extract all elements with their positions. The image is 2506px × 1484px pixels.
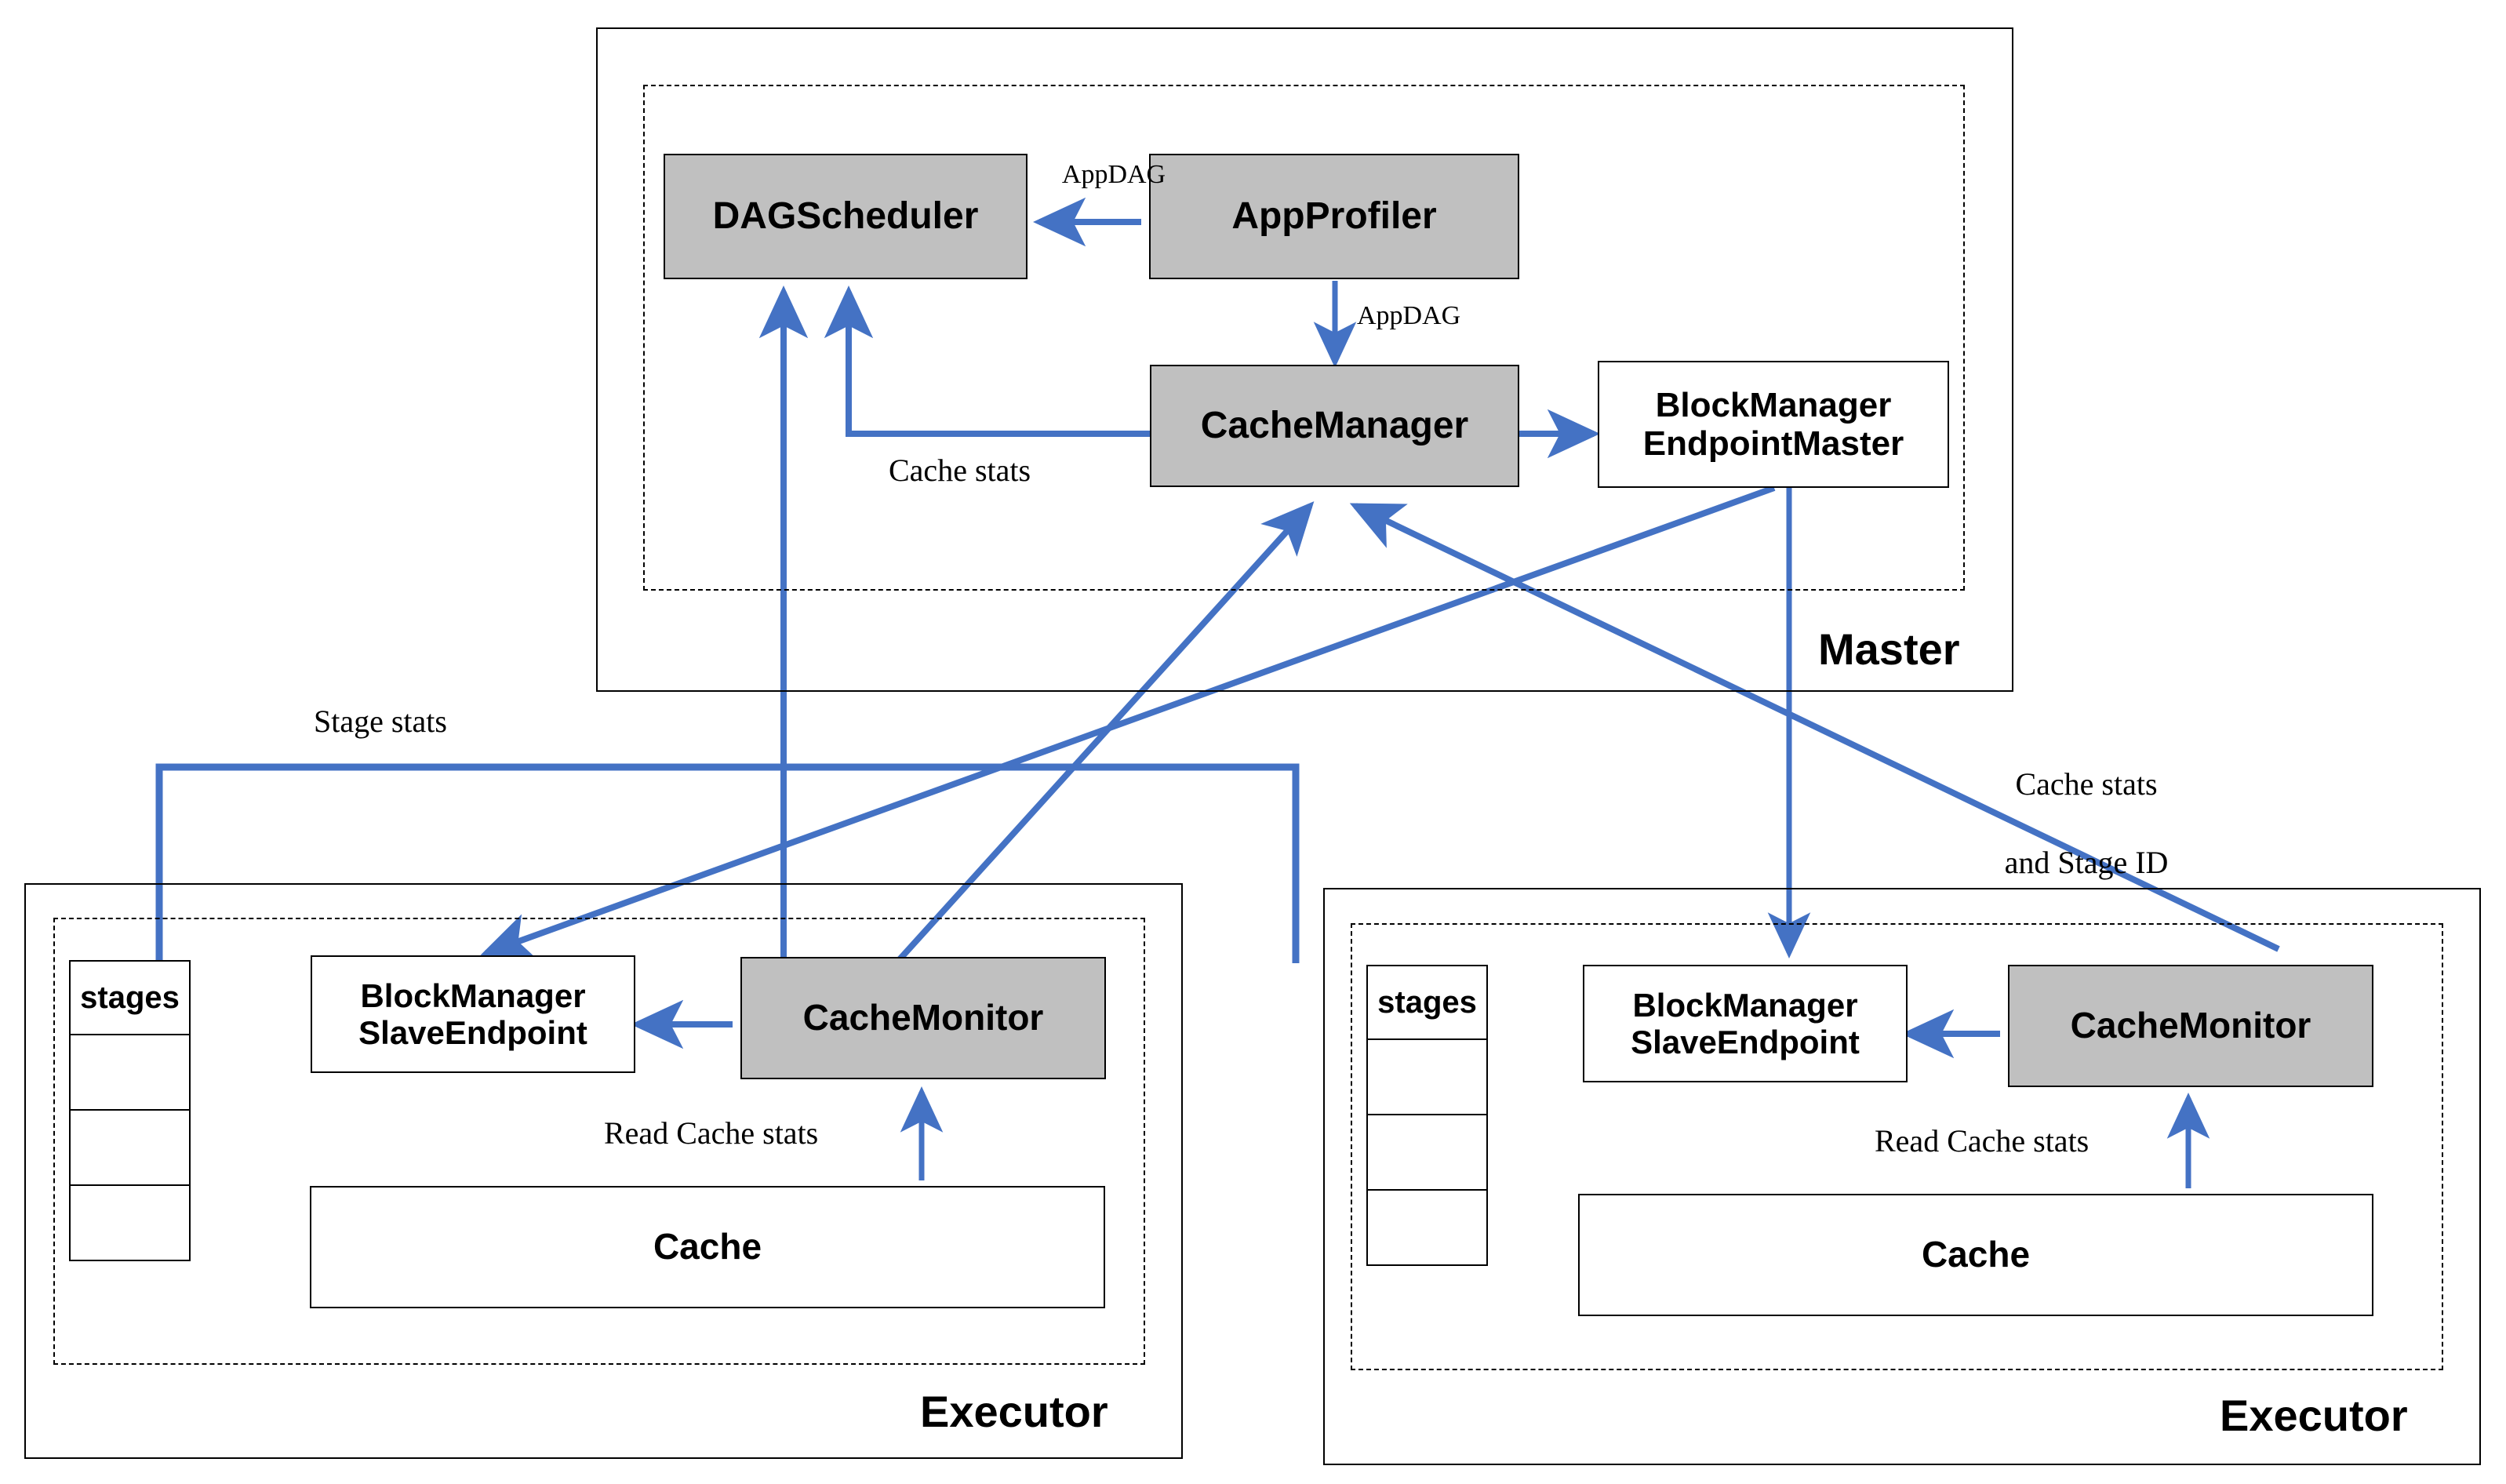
edge-label-cache-stats-and-stage-id-line1: Cache stats xyxy=(2015,766,2158,802)
executor-right-inner-container xyxy=(1351,923,2443,1370)
master-outer-container xyxy=(596,27,2013,692)
executor-right-node-cache[interactable]: Cache xyxy=(1578,1194,2373,1316)
executor-right-zone-label: Executor xyxy=(2220,1391,2408,1440)
executor-left-cache-label: Cache xyxy=(653,1226,762,1268)
executor-right-stages-label: stages xyxy=(1377,984,1477,1020)
node-blockmanager-endpointmaster[interactable]: BlockManager EndpointMaster xyxy=(1598,361,1949,488)
executor-left-zone-label: Executor xyxy=(920,1387,1108,1436)
executor-left-stages-label: stages xyxy=(80,980,180,1015)
executor-right-outer-container xyxy=(1323,888,2481,1465)
executor-right-cachemonitor-label: CacheMonitor xyxy=(2070,1005,2311,1046)
executor-right-stage-row[interactable] xyxy=(1366,1189,1488,1266)
executor-right-blockmanager-slaveendpoint-line1: BlockManager xyxy=(1632,986,1858,1024)
executor-left-node-cachemonitor[interactable]: CacheMonitor xyxy=(740,957,1106,1079)
master-zone-label: Master xyxy=(1818,624,1960,674)
executor-right-edge-label-read-cache-stats: Read Cache stats xyxy=(1875,1123,2090,1158)
executor-left-stage-row[interactable] xyxy=(69,1034,191,1111)
edge-label-appdag-to-scheduler: AppDAG xyxy=(1061,160,1166,189)
executor-left-node-cache[interactable]: Cache xyxy=(310,1186,1105,1308)
node-appprofiler[interactable]: AppProfiler xyxy=(1149,154,1519,279)
executor-left-inner-container xyxy=(53,918,1145,1365)
executor-left-blockmanager-slaveendpoint-line1: BlockManager xyxy=(360,977,586,1014)
executor-left-edge-label-read-cache-stats: Read Cache stats xyxy=(604,1115,819,1151)
executor-left-stage-row[interactable] xyxy=(69,1184,191,1261)
connector-stagestats-bus xyxy=(155,763,1300,963)
executor-left-stage-row[interactable] xyxy=(69,1109,191,1186)
node-cachemanager-label: CacheManager xyxy=(1200,405,1469,447)
executor-right-stages-header[interactable]: stages xyxy=(1366,965,1488,1040)
edge-label-cache-stats-and-stage-id: Cache stats and Stage ID xyxy=(1914,726,2228,922)
executor-right-cache-label: Cache xyxy=(1921,1234,2031,1275)
arrow-endpointmaster-to-left-slaveendpoint xyxy=(480,485,1776,961)
executor-left-outer-container xyxy=(24,883,1183,1459)
executor-left-blockmanager-slaveendpoint-line2: SlaveEndpoint xyxy=(358,1014,587,1051)
arrow-left-cachemonitor-to-cachemanager xyxy=(890,501,1315,969)
executor-left-node-blockmanager-slaveendpoint[interactable]: BlockManager SlaveEndpoint xyxy=(311,955,635,1073)
node-appprofiler-label: AppProfiler xyxy=(1231,195,1437,238)
executor-left-stages-header[interactable]: stages xyxy=(69,960,191,1035)
executor-right-stage-row[interactable] xyxy=(1366,1114,1488,1191)
node-dagscheduler-label: DAGScheduler xyxy=(712,195,979,238)
master-inner-container xyxy=(643,85,1965,591)
executor-right-stage-row[interactable] xyxy=(1366,1038,1488,1115)
executor-right-node-blockmanager-slaveendpoint[interactable]: BlockManager SlaveEndpoint xyxy=(1583,965,1908,1082)
edge-label-appdag-to-cachemanager: AppDAG xyxy=(1357,301,1461,330)
edge-label-stage-stats: Stage stats xyxy=(314,704,447,739)
executor-right-blockmanager-slaveendpoint-line2: SlaveEndpoint xyxy=(1631,1024,1860,1060)
edge-label-cache-stats-and-stage-id-line2: and Stage ID xyxy=(2004,845,2169,880)
node-blockmanager-endpointmaster-line2: EndpointMaster xyxy=(1642,424,1904,463)
edge-label-cache-stats-master: Cache stats xyxy=(889,453,1031,488)
node-blockmanager-endpointmaster-line1: BlockManager xyxy=(1655,385,1892,424)
node-dagscheduler[interactable]: DAGScheduler xyxy=(664,154,1027,279)
executor-left-cachemonitor-label: CacheMonitor xyxy=(802,997,1044,1038)
executor-right-node-cachemonitor[interactable]: CacheMonitor xyxy=(2008,965,2373,1087)
node-cachemanager[interactable]: CacheManager xyxy=(1150,365,1519,487)
arrow-right-cachemonitor-to-cachemanager xyxy=(1349,503,2280,952)
